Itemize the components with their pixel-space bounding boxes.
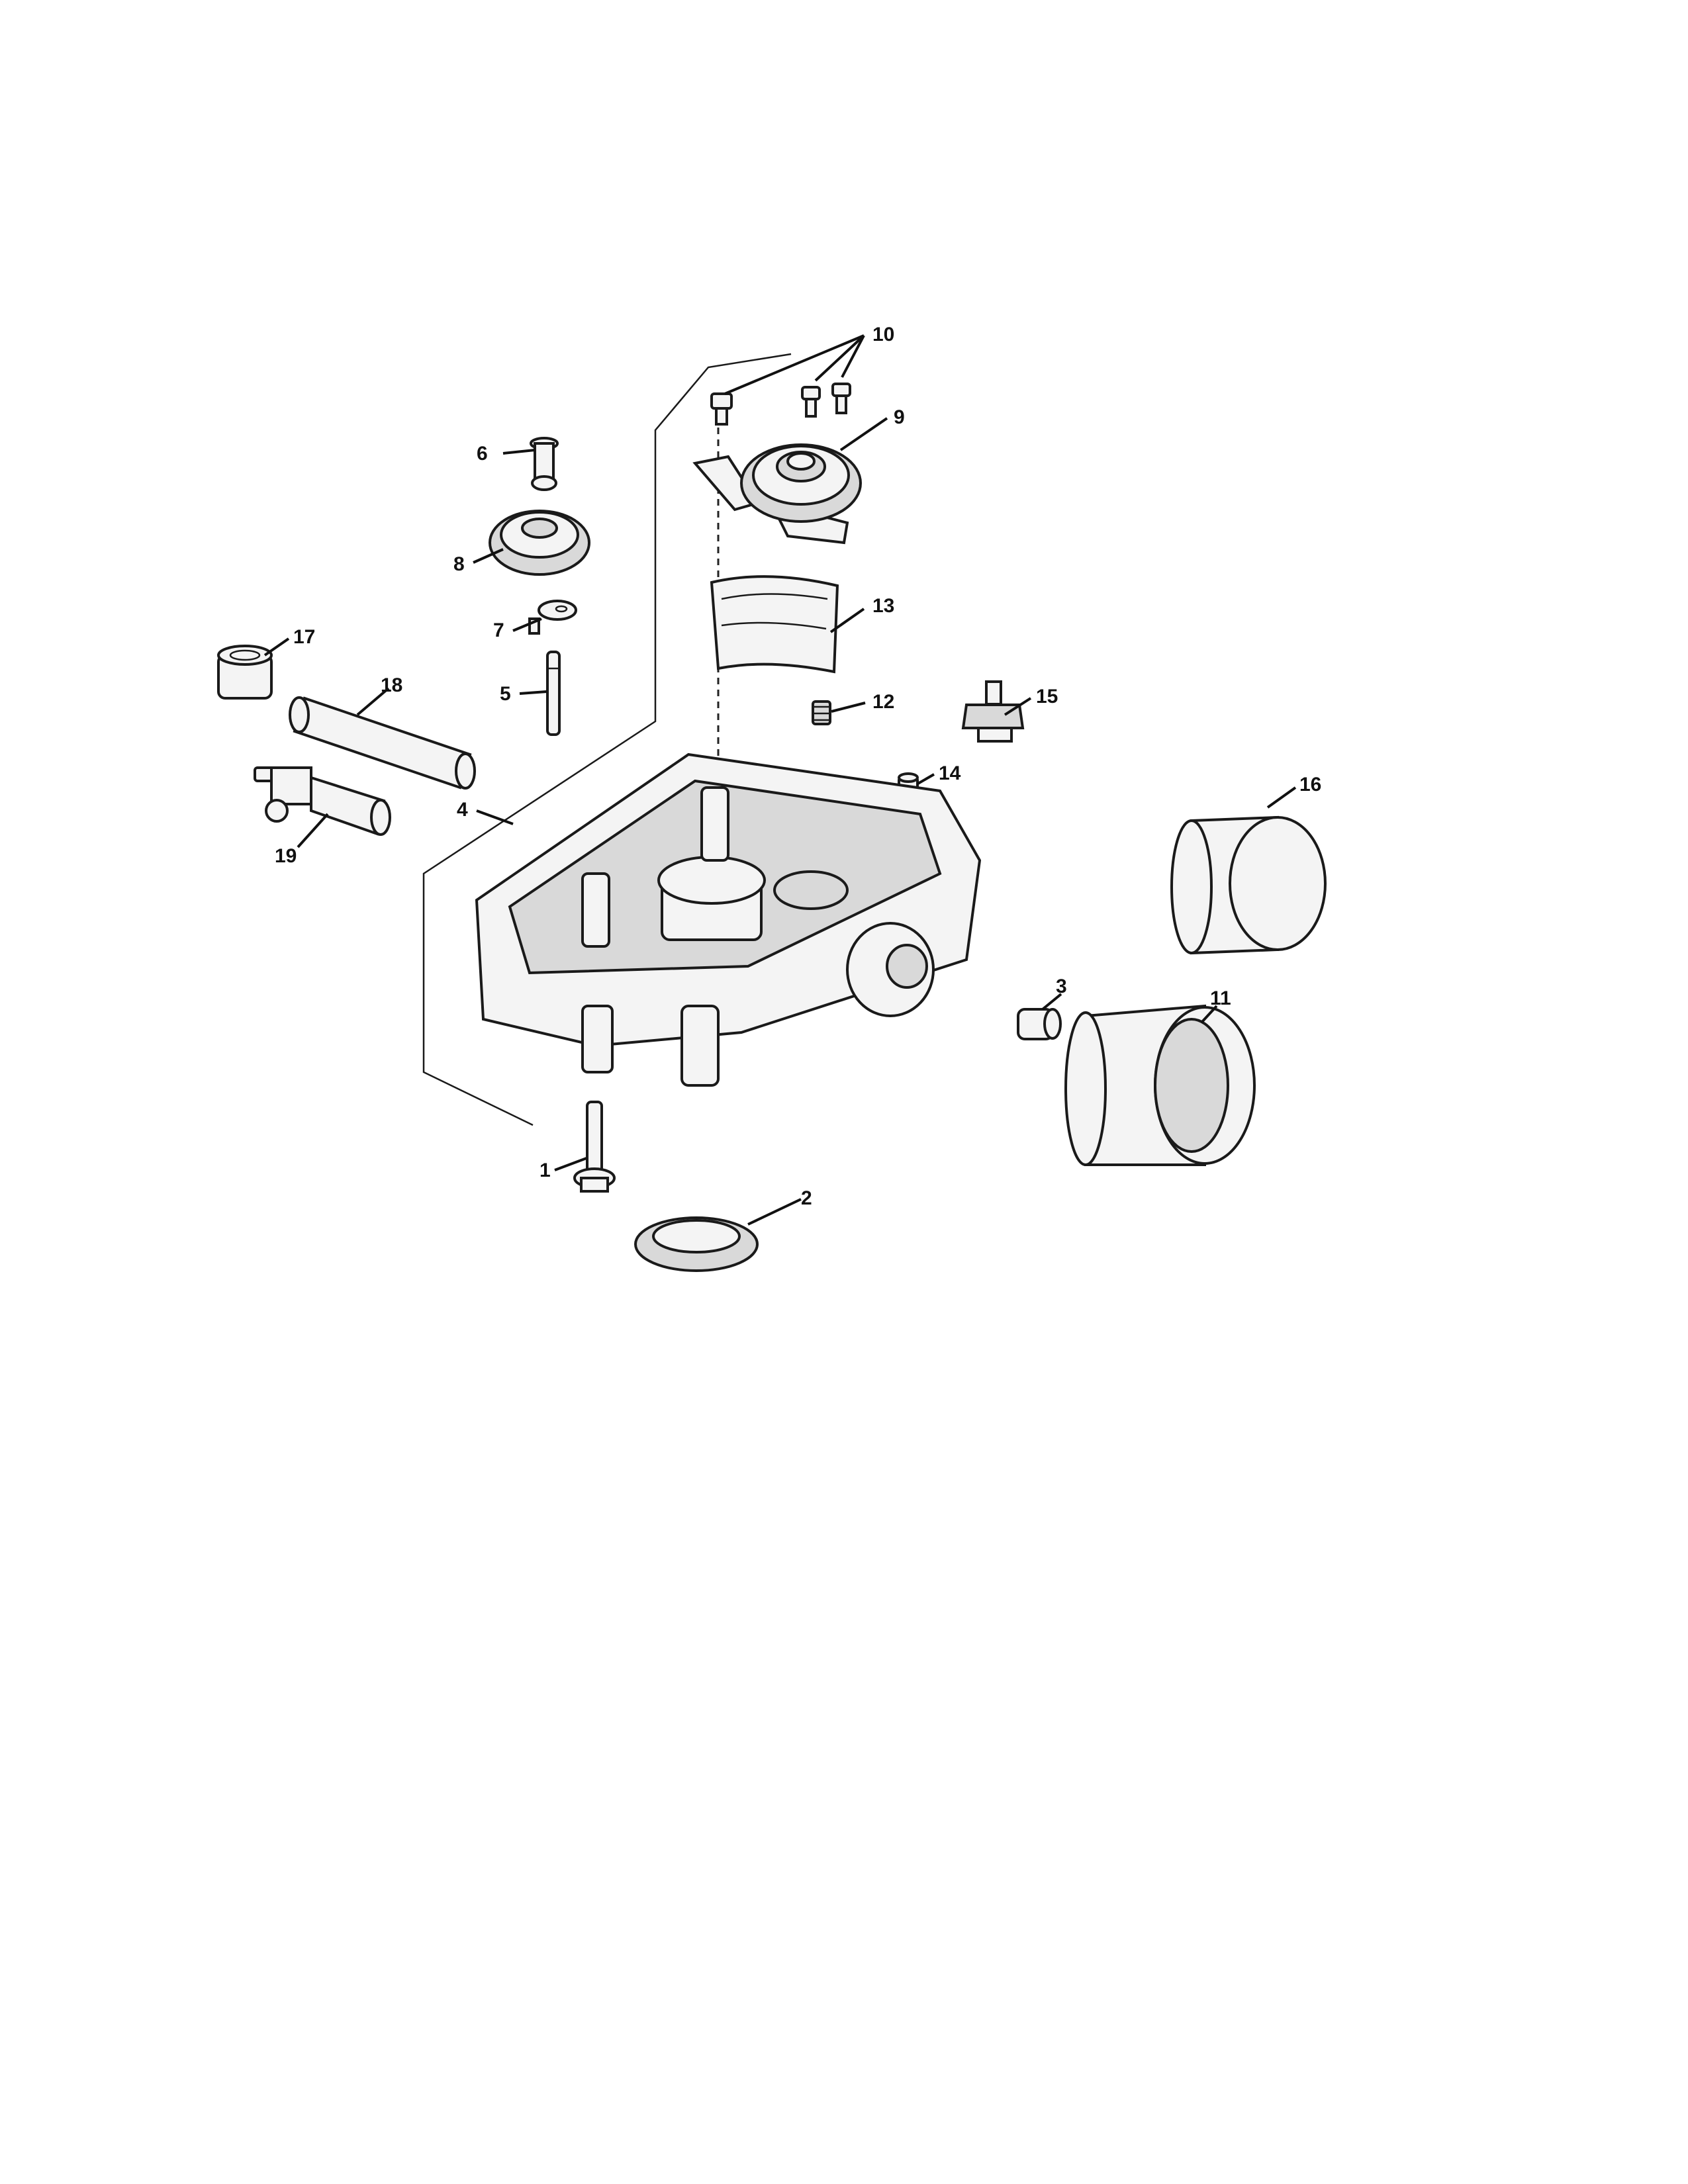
shaft-5 — [546, 651, 561, 736]
screw-10c — [831, 383, 851, 414]
seal-2 — [634, 1216, 759, 1272]
fitting-19 — [254, 766, 391, 836]
callout-15: 15 — [1036, 686, 1058, 707]
leader-lines — [263, 334, 1297, 1226]
oil-screen-13 — [710, 575, 839, 674]
oil-pan-4 — [475, 752, 982, 1087]
callout-13: 13 — [872, 595, 894, 617]
bolt-1 — [573, 1101, 616, 1193]
bushing-17 — [217, 645, 273, 700]
callout-6: 6 — [477, 443, 488, 465]
callout-11: 11 — [1210, 987, 1231, 1009]
oil-pump-gear-9 — [692, 443, 862, 545]
washer-7 — [528, 600, 577, 635]
callout-1: 1 — [539, 1160, 551, 1181]
callout-16: 16 — [1299, 774, 1321, 796]
spring-12 — [812, 700, 831, 725]
callout-10: 10 — [872, 324, 894, 345]
callout-18: 18 — [381, 674, 402, 696]
callout-8: 8 — [453, 553, 465, 575]
callout-19: 19 — [275, 845, 297, 867]
tube-18 — [289, 696, 476, 790]
callout-9: 9 — [894, 406, 905, 428]
callout-2: 2 — [801, 1187, 812, 1209]
callout-4: 4 — [457, 799, 468, 821]
screw-10a — [710, 392, 733, 426]
pressure-sensor-15 — [961, 680, 1025, 743]
oil-filter-11 — [1064, 1004, 1256, 1166]
callout-17: 17 — [293, 626, 315, 648]
group-bracket — [422, 353, 792, 1126]
governor-gear-8 — [489, 510, 590, 576]
callout-12: 12 — [872, 691, 894, 713]
callout-3: 3 — [1056, 976, 1067, 997]
oil-filter-16 — [1170, 815, 1327, 955]
pin-6 — [530, 437, 559, 491]
callout-14: 14 — [939, 762, 961, 784]
callout-7: 7 — [493, 619, 504, 641]
plug-3 — [1017, 1008, 1062, 1040]
callout-5: 5 — [500, 683, 511, 705]
screw-10b — [801, 386, 821, 418]
